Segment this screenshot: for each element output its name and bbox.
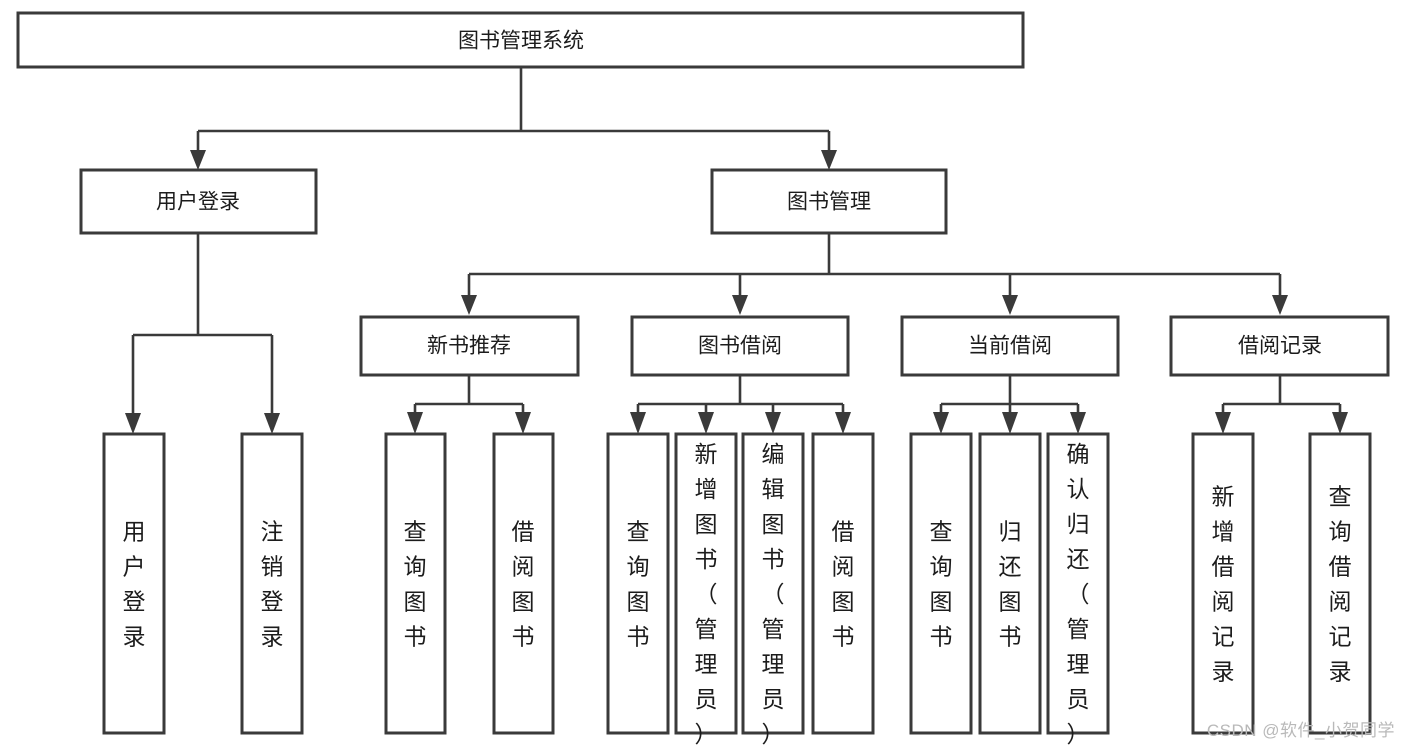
node-leaf-confirm-return[interactable]: 确认归还（管理员） [1046,432,1110,747]
node-leaf-query-book-3-box[interactable] [909,432,973,735]
arrow-head-book-borrow [732,295,748,315]
arrow-head-borrow-record [1272,295,1288,315]
node-leaf-query-book-3-label: 查询图书 [930,519,953,650]
arrow-head-leaf-query-book-3 [933,412,949,434]
node-leaf-borrow-book-1-box[interactable] [492,432,555,735]
node-leaf-confirm-return-box[interactable] [1046,432,1110,735]
arrow-head-leaf-borrow-book-1 [515,412,531,434]
node-leaf-add-record-box[interactable] [1191,432,1255,735]
node-leaf-query-book-3[interactable]: 查询图书 [909,432,973,735]
node-current-borrow-box[interactable] [900,315,1120,377]
node-new-book-recommend-box[interactable] [359,315,580,377]
arrow-head-leaf-confirm-return [1070,412,1086,434]
node-borrow-record-box[interactable] [1169,315,1390,377]
node-leaf-confirm-return-label: 确认归还（管理员） [1067,441,1090,747]
node-root[interactable]: 图书管理系统 [16,11,1025,69]
arrow-head-leaf-user-logout [264,413,280,434]
node-leaf-user-logout-label: 注销登录 [261,519,284,650]
node-leaf-add-book-label: 新增图书（管理员） [695,441,718,747]
node-leaf-borrow-book-2-label: 借阅图书 [832,519,855,650]
node-leaf-add-book[interactable]: 新增图书（管理员） [674,432,738,747]
node-current-borrow-label: 当前借阅 [968,335,1052,358]
arrow-head-leaf-add-record [1215,412,1231,434]
node-book-borrow-label: 图书借阅 [698,335,782,358]
node-leaf-user-logout[interactable]: 注销登录 [240,432,304,735]
arrow-head-leaf-query-book-2 [630,412,646,434]
node-book-manage-label: 图书管理 [787,191,871,214]
node-leaf-return-book[interactable]: 归还图书 [978,432,1042,735]
node-leaf-borrow-book-2-box[interactable] [811,432,875,735]
connector-layer [125,67,1348,434]
node-leaf-query-book-2-label: 查询图书 [627,519,650,650]
arrow-head-leaf-user-login [125,413,141,434]
csdn-watermark: CSDN @软件_小贺同学 [1206,721,1395,740]
node-book-borrow[interactable]: 图书借阅 [630,315,850,377]
node-leaf-query-book-1-label: 查询图书 [404,519,427,650]
node-leaf-query-book-2[interactable]: 查询图书 [606,432,670,735]
node-leaf-query-record[interactable]: 查询借阅记录 [1308,432,1372,735]
node-new-book-recommend-label: 新书推荐 [427,335,511,358]
node-current-borrow[interactable]: 当前借阅 [900,315,1120,377]
node-leaf-borrow-book-2[interactable]: 借阅图书 [811,432,875,735]
arrow-head-book-manage [821,150,837,170]
node-user-login[interactable]: 用户登录 [79,168,318,235]
node-leaf-add-record[interactable]: 新增借阅记录 [1191,432,1255,735]
node-leaf-query-record-label: 查询借阅记录 [1329,484,1352,685]
node-leaf-borrow-book-1-label: 借阅图书 [512,519,535,650]
node-leaf-user-login-box[interactable] [102,432,166,735]
node-leaf-query-record-box[interactable] [1308,432,1372,735]
node-leaf-add-book-box[interactable] [674,432,738,735]
node-book-manage-box[interactable] [710,168,948,235]
node-leaf-user-login[interactable]: 用户登录 [102,432,166,735]
node-user-login-box[interactable] [79,168,318,235]
node-leaf-edit-book[interactable]: 编辑图书（管理员） [741,432,805,747]
node-leaf-query-book-1[interactable]: 查询图书 [384,432,447,735]
arrow-head-leaf-edit-book [765,412,781,434]
arrow-head-leaf-query-book-1 [407,412,423,434]
arrow-head-new-book-recommend [461,295,477,315]
node-leaf-user-login-label: 用户登录 [123,519,146,650]
node-leaf-edit-book-box[interactable] [741,432,805,735]
node-root-box[interactable] [16,11,1025,69]
node-leaf-borrow-book-1[interactable]: 借阅图书 [492,432,555,735]
node-leaf-user-logout-box[interactable] [240,432,304,735]
node-borrow-record[interactable]: 借阅记录 [1169,315,1390,377]
arrow-head-leaf-borrow-book-2 [835,412,851,434]
arrow-head-current-borrow [1002,295,1018,315]
node-leaf-return-book-label: 归还图书 [999,519,1022,650]
node-borrow-record-label: 借阅记录 [1238,335,1322,358]
arrow-head-leaf-add-book [698,412,714,434]
node-leaf-return-book-box[interactable] [978,432,1042,735]
arrow-head-user-login [190,150,206,170]
node-book-manage[interactable]: 图书管理 [710,168,948,235]
node-leaf-query-book-1-box[interactable] [384,432,447,735]
arrow-head-leaf-return-book [1002,412,1018,434]
node-root-label: 图书管理系统 [458,30,584,53]
arrow-head-leaf-query-record [1332,412,1348,434]
node-user-login-label: 用户登录 [156,191,240,214]
node-book-borrow-box[interactable] [630,315,850,377]
node-leaf-edit-book-label: 编辑图书（管理员） [762,441,785,747]
node-leaf-add-record-label: 新增借阅记录 [1212,484,1235,685]
node-new-book-recommend[interactable]: 新书推荐 [359,315,580,377]
node-leaf-query-book-2-box[interactable] [606,432,670,735]
